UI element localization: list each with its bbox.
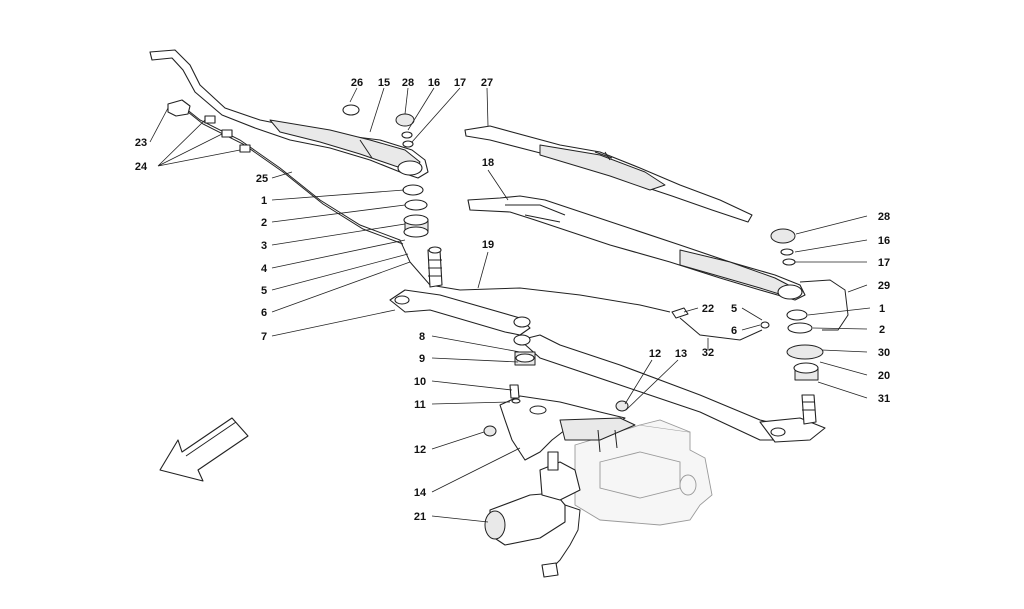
callout-5-left: 5 <box>261 285 267 297</box>
callout-4: 4 <box>261 263 268 275</box>
left-spindle-stack <box>342 104 443 288</box>
bulkhead-ghost <box>574 419 713 526</box>
left-washer-jet <box>167 99 251 153</box>
callout-27: 27 <box>481 77 493 89</box>
callout-29: 29 <box>878 280 890 292</box>
callout-8: 8 <box>419 331 425 343</box>
callout-17-top: 17 <box>454 77 466 89</box>
arrow-down-left-icon <box>159 417 249 482</box>
callout-12-left: 12 <box>414 444 426 456</box>
callout-13: 13 <box>675 348 687 360</box>
callout-31: 31 <box>878 393 890 405</box>
wiper-linkage <box>389 289 826 443</box>
callout-20: 20 <box>878 370 890 382</box>
callout-22: 22 <box>702 303 714 315</box>
callout-25: 25 <box>256 173 268 185</box>
callout-26: 26 <box>351 77 363 89</box>
callout-16-top: 16 <box>428 77 440 89</box>
callout-16-right: 16 <box>878 235 890 247</box>
callout-32: 32 <box>702 347 714 359</box>
callout-2-right: 2 <box>879 324 885 336</box>
callout-1-left: 1 <box>261 195 267 207</box>
motor-bracket <box>483 334 636 461</box>
callout-15: 15 <box>378 77 390 89</box>
callout-11: 11 <box>414 399 426 411</box>
callout-23: 23 <box>135 137 147 149</box>
callout-19: 19 <box>482 239 494 251</box>
callout-5-right: 5 <box>731 303 737 315</box>
callout-21: 21 <box>414 511 426 523</box>
callout-10: 10 <box>414 376 426 388</box>
leader-lines <box>149 87 871 523</box>
right-wiper-blade <box>464 125 753 223</box>
callout-14: 14 <box>414 487 427 499</box>
callout-7: 7 <box>261 331 267 343</box>
right-wiper-arm <box>467 195 806 301</box>
callout-30: 30 <box>878 347 890 359</box>
callout-12-right: 12 <box>649 348 661 360</box>
callout-labels: 26 15 28 16 17 27 23 24 25 1 2 3 4 5 6 7… <box>135 77 890 523</box>
left-wiper-arm <box>149 49 429 179</box>
callout-2-left: 2 <box>261 217 267 229</box>
callout-24: 24 <box>135 161 148 173</box>
callout-3: 3 <box>261 240 267 252</box>
wiper-motor <box>484 451 581 578</box>
callout-17-right: 17 <box>878 257 890 269</box>
right-spindle-stack <box>671 228 824 425</box>
callout-28-top: 28 <box>402 77 414 89</box>
callout-6-right: 6 <box>731 325 737 337</box>
callout-6-left: 6 <box>261 307 267 319</box>
callout-18: 18 <box>482 157 494 169</box>
callout-28-right: 28 <box>878 211 890 223</box>
callout-9: 9 <box>419 353 425 365</box>
callout-1-right: 1 <box>879 303 885 315</box>
